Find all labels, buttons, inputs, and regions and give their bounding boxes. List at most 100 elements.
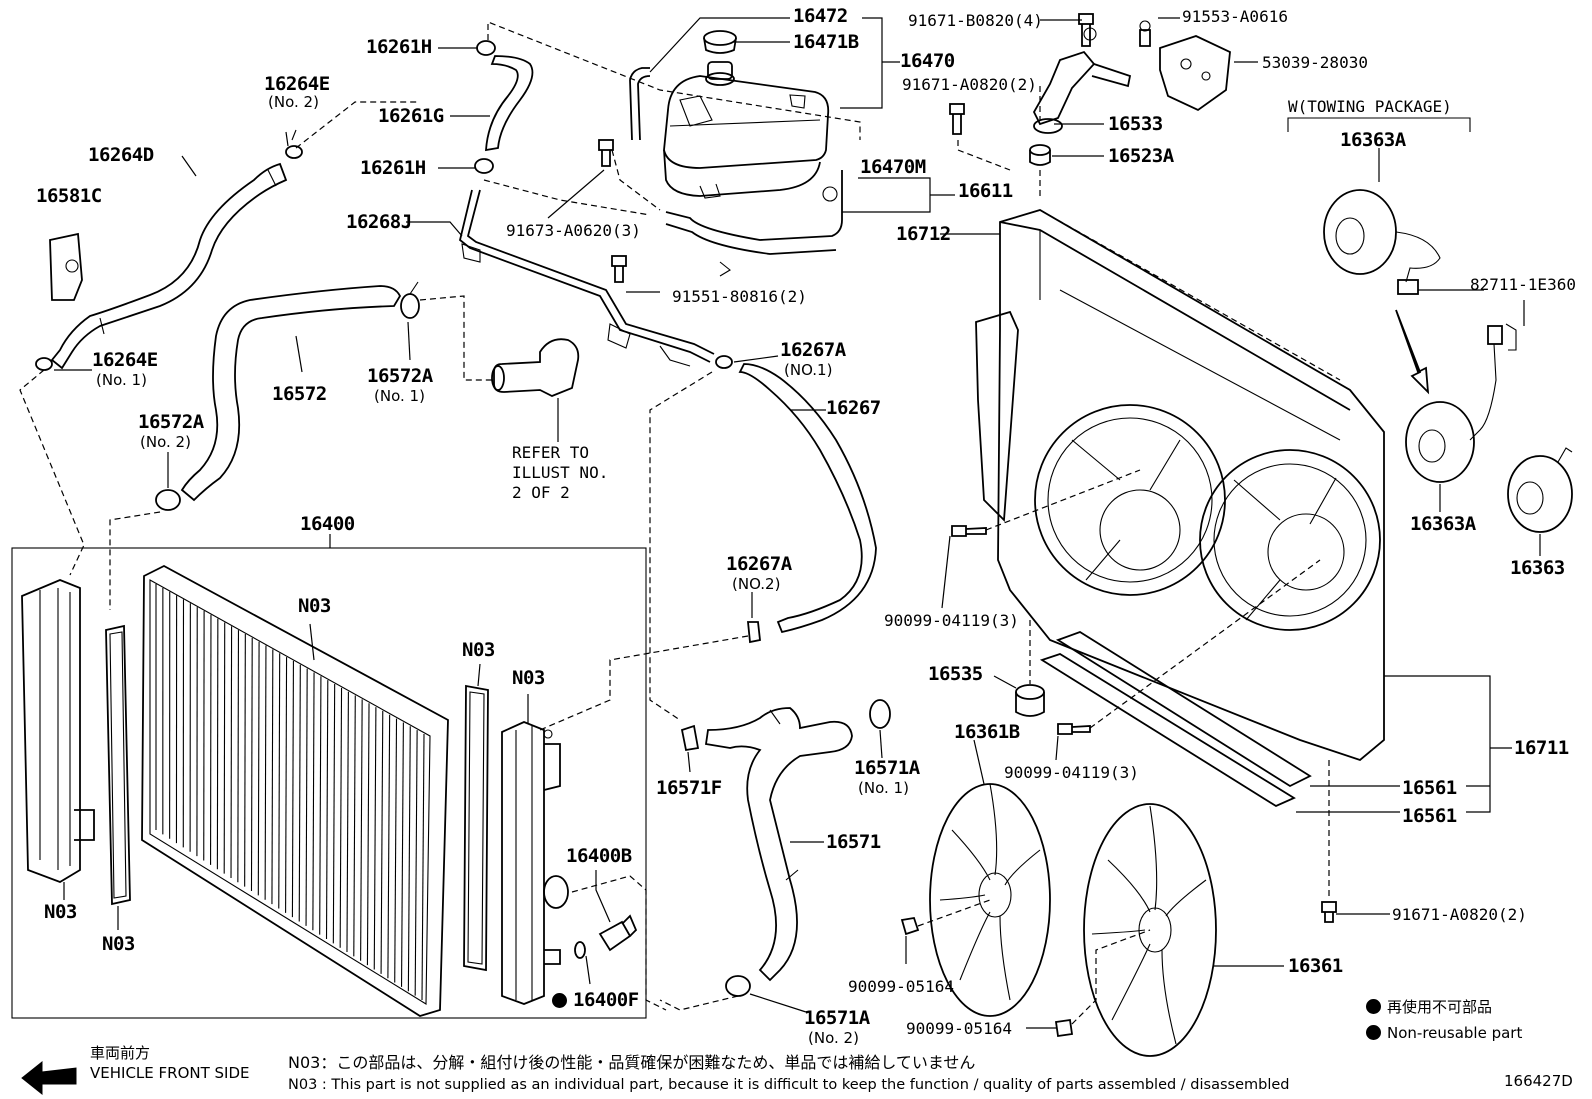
core-fin [394, 718, 398, 983]
reservoir-cap [703, 30, 737, 54]
label-16572a-top-sub: (No. 1) [374, 387, 425, 405]
arrow-motor [1395, 309, 1430, 395]
grommet-16523a [1029, 144, 1051, 166]
rail-16561-a [1055, 631, 1312, 788]
fan-motor-16363 [1507, 447, 1573, 533]
cushion-16535 [1015, 684, 1045, 717]
bracket-16533 [1032, 27, 1132, 134]
fan-16361 [1083, 803, 1217, 1057]
core-fin [223, 622, 226, 874]
core-fin [366, 703, 370, 966]
label-16472: 16472 [793, 5, 848, 27]
bolt-90099-04119-a [951, 525, 987, 537]
core-fin [237, 630, 240, 883]
clamp-16261h-top [476, 40, 496, 56]
refer-line-3: 2 OF 2 [512, 483, 570, 502]
fan-motor-16363a-top [1323, 189, 1441, 295]
clamp-16571a-bottom [725, 975, 751, 997]
label-16400: 16400 [300, 513, 355, 535]
legend-jp-text: 再使用不可部品 [1387, 998, 1493, 1016]
label-16611: 16611 [958, 180, 1013, 202]
radiator-group-frame [11, 547, 647, 1019]
core-fin [360, 699, 363, 961]
core-fin [305, 668, 308, 926]
pipe-16268j [458, 189, 715, 367]
gasket-right [463, 684, 489, 972]
label-82711: 82711-1E360 [1470, 275, 1576, 294]
label-n03-gasket-right: N03 [462, 639, 495, 661]
label-16471b: 16471B [793, 31, 859, 53]
legend-en-text: Non-reusable part [1387, 1024, 1523, 1042]
label-16571a-top: 16571A [854, 757, 920, 779]
core-fin [244, 633, 246, 887]
label-16261h-mid: 16261H [360, 157, 426, 179]
label-91673: 91673-A0620(3) [506, 221, 641, 240]
core-fin [250, 637, 253, 892]
label-16268j: 16268J [346, 211, 412, 233]
label-91553: 91553-A0616 [1182, 7, 1288, 26]
hose-16267 [738, 363, 877, 634]
label-n03-tank-right: N03 [512, 667, 545, 689]
label-16572a-top: 16572A [367, 365, 433, 387]
reservoir-hose-16472 [629, 17, 790, 141]
clamp-16264e-bottom [35, 357, 53, 371]
label-16572: 16572 [272, 383, 327, 405]
fan-shroud [975, 209, 1385, 762]
label-16267a-mid: 16267A [726, 553, 792, 575]
label-90099-05164-a: 90099-05164 [848, 977, 954, 996]
drain-cock-16400b [598, 914, 638, 952]
core-fin [353, 695, 356, 957]
water-outlet-refer [491, 338, 580, 397]
core-fin [400, 722, 404, 987]
core-fin [257, 641, 260, 896]
o-ring-16400f [574, 941, 586, 959]
core-fin [373, 707, 377, 970]
label-91671-a0820-top: 91671-A0820(2) [902, 75, 1037, 94]
label-16267a-top-sub: (NO.1) [784, 361, 833, 379]
core-fin [285, 657, 288, 913]
core-fin [325, 680, 329, 939]
label-16561-a: 16561 [1402, 777, 1457, 799]
label-16533: 16533 [1108, 113, 1163, 135]
label-90099-04119-b: 90099-04119(3) [1004, 763, 1139, 782]
clamp-16572a-top [400, 281, 420, 319]
label-53039: 53039-28030 [1262, 53, 1368, 72]
vehicle-front-arrow-icon [21, 1060, 77, 1096]
clamp-16571a-top [869, 699, 891, 729]
core-fin [278, 653, 281, 909]
label-16264e-top: 16264E [264, 73, 330, 95]
label-16581c: 16581C [36, 185, 102, 207]
bolt-91551 [611, 255, 627, 283]
legend-jp-dot-icon [1366, 999, 1381, 1014]
core-fin [414, 730, 418, 996]
nut-90099-05164-b [1054, 1018, 1074, 1038]
clamp-16571f [680, 724, 700, 752]
label-n03-core: N03 [298, 595, 331, 617]
label-n03-tank-left: N03 [44, 901, 77, 923]
label-16571a-top-sub: (No. 1) [858, 779, 909, 797]
label-16363a-top: 16363A [1340, 129, 1406, 151]
legend-jp: 再使用不可部品 [1366, 998, 1492, 1016]
reservoir-bracket [665, 170, 843, 277]
label-16267: 16267 [826, 397, 881, 419]
label-16571f: 16571F [656, 777, 722, 799]
bracket-16581c [49, 232, 83, 301]
label-16711: 16711 [1514, 737, 1569, 759]
label-91671-b0820: 91671-B0820(4) [908, 11, 1043, 30]
footer-n03-jp: N03：この部品は、分解・組付け後の性能・品質確保が困難なため、単品では補給して… [288, 1053, 976, 1072]
label-16400f: 16400F [552, 990, 639, 1010]
core-fin [380, 710, 384, 974]
label-16363a-mid: 16363A [1410, 513, 1476, 535]
clamp-16267a-top [715, 355, 733, 369]
hose-16264d [50, 162, 288, 370]
bolt-91671-b0820 [1078, 13, 1094, 47]
label-16267a-mid-sub: (NO.2) [732, 575, 781, 593]
label-16712: 16712 [896, 223, 951, 245]
label-16523a: 16523A [1108, 145, 1174, 167]
label-16361: 16361 [1288, 955, 1343, 977]
clamp-16267a-mid [747, 621, 761, 644]
label-90099-04119-a: 90099-04119(3) [884, 611, 1019, 630]
rail-16561-b [1039, 653, 1296, 808]
refer-line-1: REFER TO [512, 443, 590, 462]
label-16264e-bottom-sub: (No. 1) [96, 371, 147, 389]
